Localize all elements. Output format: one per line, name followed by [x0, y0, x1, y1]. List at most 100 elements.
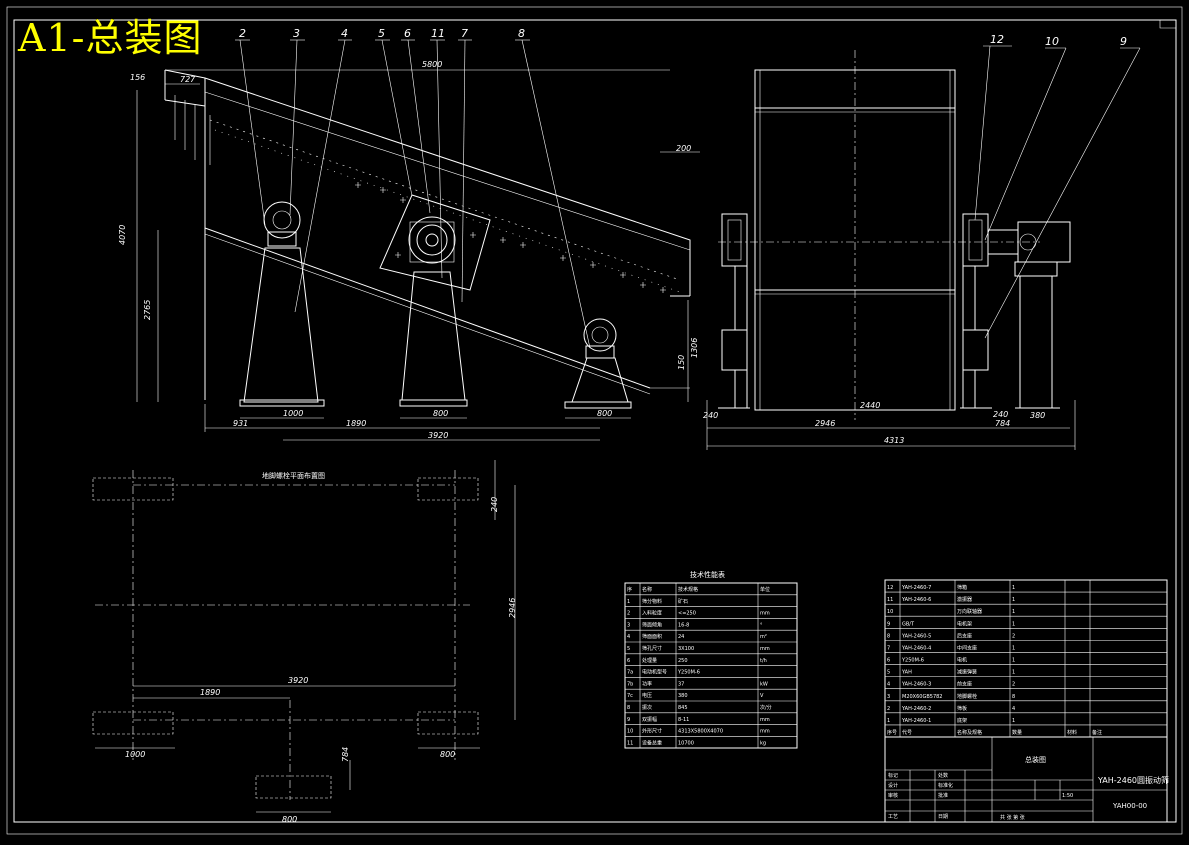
spec-cell: mm	[760, 729, 770, 735]
parts-header-cell: 序号	[887, 729, 897, 736]
parts-cell: GB/T	[902, 621, 915, 627]
spec-cell: 筛孔尺寸	[642, 645, 662, 652]
spec-header-cell: 名称	[642, 586, 652, 593]
parts-cell: 筛箱	[957, 584, 967, 591]
parts-cell: 筛板	[957, 705, 967, 712]
balloon-10: 10	[1045, 35, 1059, 48]
parts-cell: 地脚螺栓	[957, 693, 977, 700]
dim-right-height: 1306	[690, 338, 699, 358]
parts-cell: 前支座	[957, 681, 972, 688]
parts-cell: 后支座	[957, 632, 972, 639]
balloon-2: 2	[239, 27, 246, 40]
dim-base-left-offset: 931	[233, 419, 248, 428]
spec-cell: mm	[760, 646, 770, 652]
sheet-title: A1-总装图	[18, 16, 203, 60]
plan-dim-right-w: 800	[440, 750, 455, 759]
dim-corner-small2: 727	[180, 75, 196, 84]
parts-cell: 10	[887, 609, 893, 615]
parts-header-cell: 备注	[1092, 729, 1102, 736]
spec-cell: 振次	[642, 704, 652, 711]
parts-header-cell: 数量	[1012, 729, 1022, 736]
spec-header-cell: 技术规格	[678, 586, 698, 593]
parts-cell: 5	[887, 670, 890, 676]
parts-cell: 7	[887, 645, 890, 651]
spec-cell: 380	[678, 693, 688, 699]
spec-cell: 10700	[678, 740, 694, 746]
title-row-label-3: 工艺	[888, 814, 898, 820]
spec-cell: 7c	[627, 693, 633, 699]
parts-cell: 1	[887, 718, 890, 724]
plan-view	[92, 460, 516, 813]
spec-cell: 1	[627, 599, 630, 605]
title-row-label-1: 设计	[888, 782, 898, 789]
plan-dim-left-w: 1000	[125, 750, 145, 759]
spec-cell: 7b	[627, 681, 633, 687]
parts-cell: 2	[1012, 682, 1015, 688]
spec-cell: 2	[627, 611, 630, 617]
parts-cell: YAH-2460-7	[901, 585, 931, 591]
parts-cell: YAH-2460-6	[901, 597, 931, 603]
dim-right-small: 150	[677, 355, 686, 370]
title-row-label-0: 标记	[888, 772, 898, 779]
parts-cell: 2	[887, 706, 890, 712]
parts-cell: 9	[887, 621, 890, 627]
plan-dim-total: 3920	[288, 676, 308, 685]
spec-cell: 双振幅	[642, 716, 657, 723]
parts-cell: YAH	[901, 670, 912, 676]
dim-end-motor-offset: 784	[995, 419, 1010, 428]
spec-cell: mm	[760, 717, 770, 723]
spec-cell: <=250	[678, 611, 696, 617]
balloon-8: 8	[518, 27, 525, 40]
spec-header-cell: 序	[627, 586, 632, 593]
parts-cell: 8	[887, 633, 890, 639]
dim-span-first: 1890	[346, 419, 366, 428]
spec-cell: 7a	[627, 670, 633, 676]
spec-cell: 11	[627, 740, 633, 746]
balloon-12: 12	[990, 33, 1004, 46]
plan-title: 地脚螺栓平面布置图	[262, 471, 325, 480]
dim-right-offset: 200	[676, 144, 691, 153]
parts-header-cell: 材料	[1067, 729, 1077, 736]
parts-cell: 电机	[957, 657, 967, 664]
title-mid-label-2: 批准	[938, 792, 948, 799]
parts-cell: 8	[1012, 694, 1015, 700]
title-view-label: 总装图	[1025, 755, 1046, 764]
title-drawing-code: YAH00-00	[1112, 802, 1147, 810]
balloon-11: 11	[431, 27, 445, 40]
dim-end-inner-width: 2440	[860, 401, 880, 410]
spec-cell: 电动机型号	[642, 669, 667, 676]
balloon-4: 4	[341, 27, 348, 40]
title-sheet-text: 共 张 第 张	[1000, 814, 1025, 821]
parts-cell: 1	[1012, 645, 1015, 651]
parts-cell: 1	[1012, 597, 1015, 603]
spec-cell: 入料粒度	[642, 610, 662, 617]
parts-header-cell: 名称及规格	[957, 729, 982, 736]
spec-cell: 6	[627, 658, 630, 664]
inner-border	[13, 19, 1177, 823]
spec-cell: 8	[627, 705, 630, 711]
dim-base-mid-width: 800	[433, 409, 448, 418]
spec-cell: kg	[760, 740, 766, 746]
parts-cell: 1	[1012, 658, 1015, 664]
title-row-label-2: 审核	[888, 792, 898, 799]
parts-cell: 11	[887, 597, 893, 603]
spec-cell: 4	[627, 634, 630, 640]
spec-table-title: 技术性能表	[690, 570, 725, 579]
parts-cell: 4	[887, 682, 890, 688]
parts-cell: 中间支座	[957, 644, 977, 651]
parts-cell: YAH-2460-3	[901, 682, 931, 688]
dim-height-mid: 2765	[143, 300, 152, 320]
plan-dim-motor-w: 800	[282, 815, 297, 824]
spec-cell: 筛面倾角	[642, 621, 662, 628]
side-balloons	[235, 39, 591, 349]
spec-cell: 处理量	[642, 657, 657, 664]
parts-cell: 1	[1012, 585, 1015, 591]
spec-cell: 3X100	[678, 646, 694, 652]
plan-dim-side: 240	[490, 497, 499, 512]
dim-height-total: 4070	[118, 225, 127, 245]
end-view	[706, 45, 1141, 450]
spec-cell: Y250M-6	[677, 670, 700, 676]
spec-cell: 筛面面积	[642, 633, 662, 640]
